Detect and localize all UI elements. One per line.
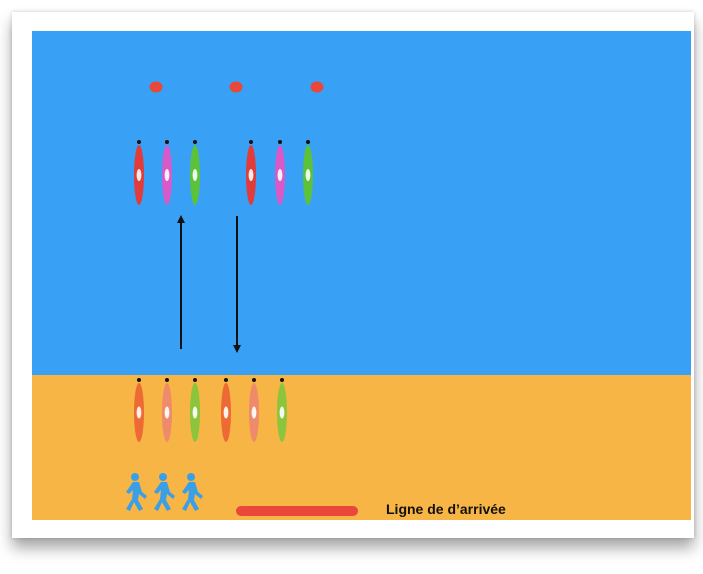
kayak: [277, 378, 287, 442]
water-area: [32, 31, 691, 375]
kayaks-on-beach: [134, 378, 287, 442]
buoys: [149, 81, 324, 93]
walking-person-icon: [182, 473, 203, 511]
buoy: [229, 81, 243, 93]
kayak: [249, 378, 259, 442]
buoy: [149, 81, 163, 93]
walking-person-icon: [154, 473, 175, 511]
buoy: [310, 81, 324, 93]
kayak: [246, 140, 256, 205]
kayak: [162, 378, 172, 442]
finish-line-label: Ligne de d’arrivée: [386, 501, 506, 517]
walking-person-icon: [126, 473, 147, 511]
kayak: [275, 140, 285, 205]
kayak: [190, 140, 200, 205]
kayak: [221, 378, 231, 442]
finish-line: [236, 506, 358, 516]
direction-arrows: [177, 215, 241, 353]
kayak: [190, 378, 200, 442]
kayak: [134, 378, 144, 442]
kayak: [134, 140, 144, 205]
kayak: [303, 140, 313, 205]
kayaks-in-water: [134, 140, 313, 205]
kayak: [162, 140, 172, 205]
walking-people: [126, 473, 203, 511]
